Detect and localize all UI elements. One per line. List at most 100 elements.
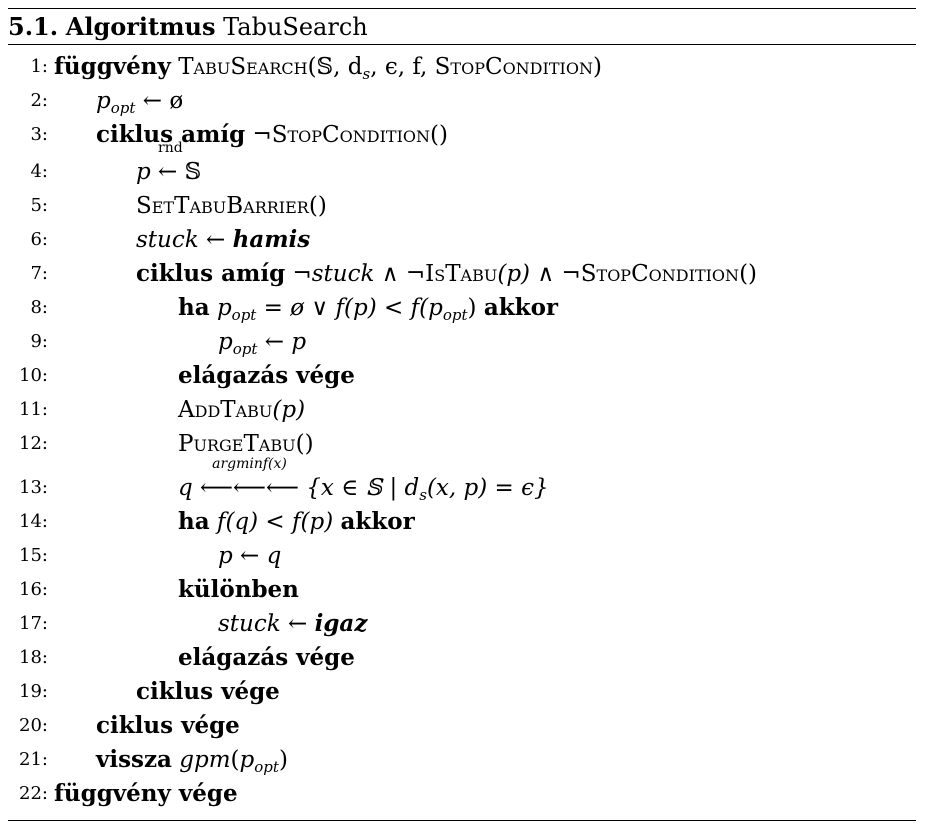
var-p: p (216, 295, 232, 321)
var-stuck: stuck (311, 261, 375, 287)
sub-s: s (419, 486, 427, 504)
paren: () (430, 122, 448, 148)
var-p: p (136, 159, 151, 185)
paren-open: ( (230, 747, 240, 773)
neg: ¬ (252, 122, 272, 148)
bottom-rule (8, 820, 916, 821)
var-p: p (428, 295, 443, 321)
line-number: 15: (19, 545, 48, 566)
arrow-label-rnd: rnd (158, 140, 183, 156)
sub-s: s (362, 65, 371, 83)
var-q: q (266, 543, 282, 569)
keyword-vissza: vissza (96, 746, 172, 773)
random-assign-arrow: rnd ← (158, 141, 183, 189)
sub-opt: opt (254, 758, 279, 776)
neighbourhood-set-end: (x, p) = ϵ} (426, 475, 549, 501)
line-number: 5: (30, 195, 48, 216)
keyword-fuggveny: függvény (54, 53, 171, 80)
line-number: 3: (30, 124, 48, 145)
algorithm-caption: 5.1. Algoritmus TabuSearch (8, 9, 916, 44)
value-hamis: hamis (232, 226, 311, 253)
condition: = ø ∨ f(p) < f( (256, 295, 429, 321)
function-settabubarrier: SetTabuBarrier (136, 193, 309, 219)
keyword-fuggveny-vege: függvény vége (54, 780, 238, 807)
keyword-ha: ha (178, 294, 210, 321)
keyword-ciklus-amig: ciklus amíg (96, 121, 246, 148)
var-q: q (178, 475, 193, 501)
keyword-kulonben: különben (178, 576, 299, 603)
keyword-ha: ha (178, 508, 210, 535)
line-number: 19: (19, 681, 48, 702)
assign-arrow: ← (288, 611, 308, 637)
line-number: 8: (30, 297, 48, 318)
line-number: 1: (30, 56, 48, 77)
argmin-assign-arrow: argminf(x)⟵⟵⟵ (200, 456, 299, 501)
line-number: 17: (19, 613, 48, 634)
paren-p: (p) (272, 397, 306, 423)
line-number: 22: (19, 783, 48, 804)
and-neg: ∧ ¬ (374, 261, 426, 287)
function-stopcondition: StopCondition (580, 261, 740, 287)
line-number: 11: (19, 399, 48, 420)
value-igaz: igaz (314, 610, 368, 637)
line-number: 9: (30, 331, 48, 352)
keyword-akkor: akkor (340, 508, 415, 535)
caption-rule (8, 44, 916, 45)
var-stuck: stuck (136, 227, 199, 253)
caption-word: Algoritmus (65, 12, 216, 41)
line-number: 12: (19, 433, 48, 454)
function-stopcondition: StopCondition (434, 54, 593, 80)
function-istabu: IsTabu (425, 261, 498, 287)
paren: () (308, 193, 327, 219)
line-number: 21: (19, 749, 48, 770)
line-number: 20: (19, 715, 48, 736)
sub-opt: opt (232, 340, 258, 358)
paren-p: (p) (497, 261, 531, 287)
top-rule (8, 8, 916, 9)
line-number: 2: (30, 90, 48, 111)
keyword-akkor: akkor (483, 294, 559, 321)
and-neg: ∧ ¬ (530, 261, 581, 287)
keyword-ciklus-amig: ciklus amíg (136, 260, 286, 287)
line-number: 7: (30, 263, 48, 284)
var-p: p (239, 747, 255, 773)
line-number: 18: (19, 647, 48, 668)
line-number: 16: (19, 579, 48, 600)
var-stuck: stuck (218, 611, 281, 637)
var-p: p (218, 543, 233, 569)
neg: ¬ (292, 261, 312, 287)
sub-opt: opt (110, 99, 136, 117)
args-part1: (𝕊, d (307, 54, 363, 80)
assign-arrow: ← (240, 543, 260, 569)
arrow-label-argmin: argminf(x) (212, 456, 287, 472)
function-tabusearch: TabuSearch (178, 54, 308, 80)
keyword-elagazas-vege: elágazás vége (178, 362, 355, 389)
line-number: 4: (30, 161, 48, 182)
keyword-ciklus-vege: ciklus vége (96, 712, 240, 739)
sub-opt: opt (231, 306, 257, 324)
var-p: p (291, 329, 307, 355)
caption-number: 5.1. (8, 12, 59, 41)
line-number: 13: (19, 477, 48, 498)
paren: () (739, 261, 758, 287)
algorithm-block: 5.1. Algoritmus TabuSearch 1: függvény T… (8, 8, 916, 807)
line-number: 6: (30, 229, 48, 250)
line-number: 10: (19, 365, 48, 386)
assign-arrow: ← (264, 329, 284, 355)
assign-arrow: ← (142, 88, 162, 114)
var-p: p (218, 329, 233, 355)
set-s: 𝕊 (184, 159, 202, 185)
empty-set: ø (169, 88, 184, 114)
neighbourhood-set: {x ∈ 𝕊 | d (298, 475, 420, 501)
paren-close: ) (467, 295, 477, 321)
args-close: ) (592, 54, 602, 80)
function-stopcondition: StopCondition (271, 122, 431, 148)
paren: () (295, 431, 314, 457)
condition: f(q) < f(p) (209, 509, 341, 535)
assign-arrow: ← (206, 227, 226, 253)
args-part2: , ϵ, f, (370, 54, 435, 80)
function-addtabu: AddTabu (178, 397, 273, 423)
arrow: ← (158, 159, 178, 185)
function-purgetabu: PurgeTabu (178, 431, 296, 457)
line-number: 14: (19, 511, 48, 532)
